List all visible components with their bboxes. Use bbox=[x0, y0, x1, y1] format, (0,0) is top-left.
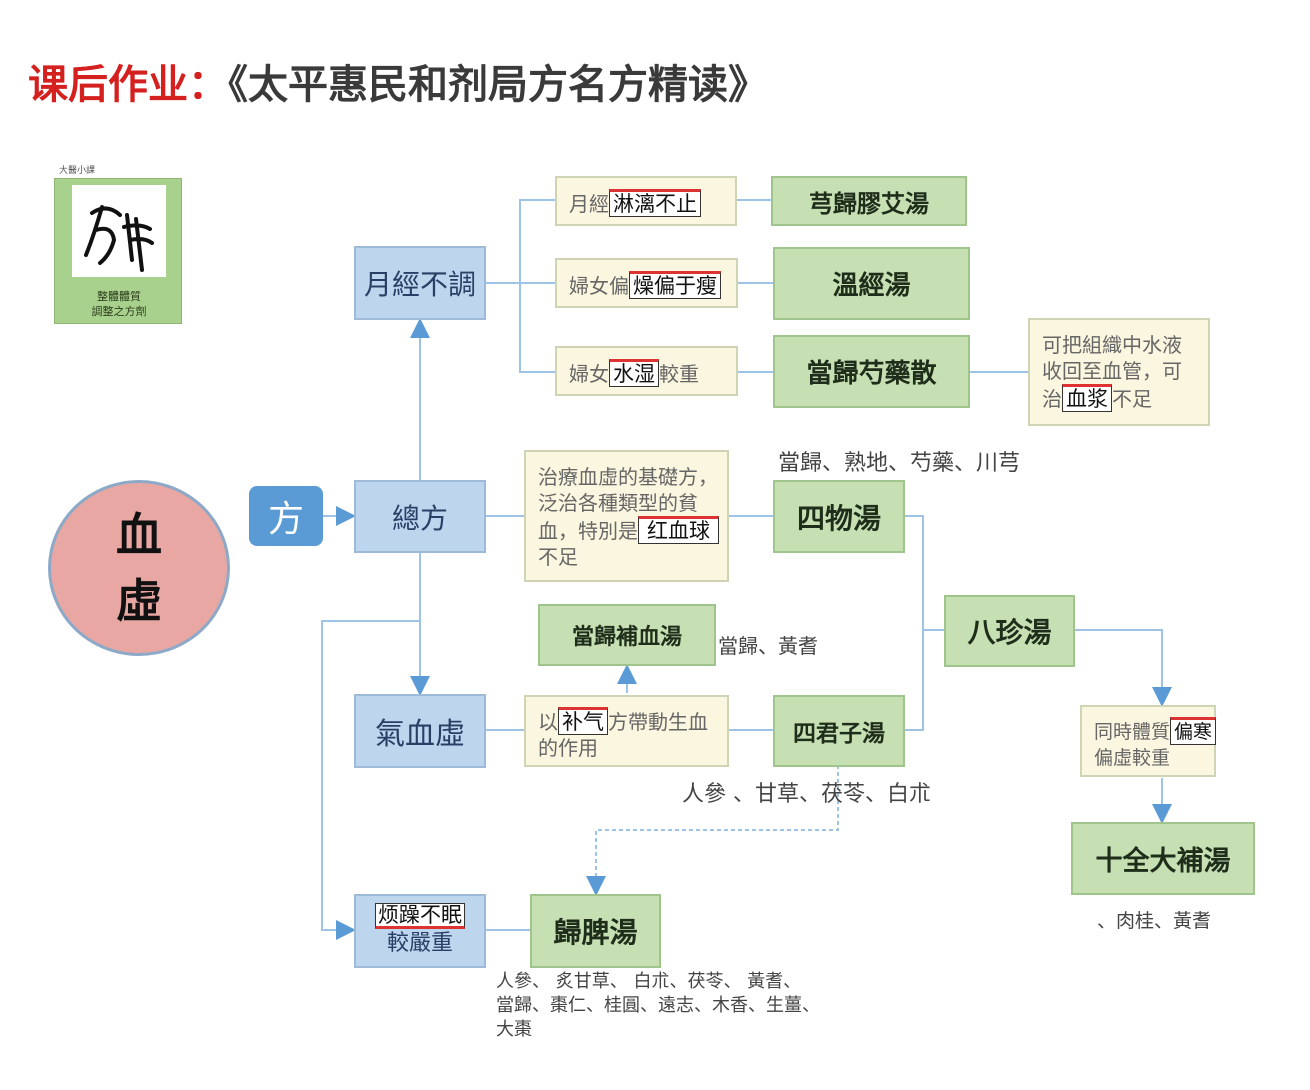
cond-shuishi-pre: 婦女 bbox=[569, 362, 609, 386]
page-title: 课后作业：《太平惠民和剂局方名方精读》 bbox=[28, 52, 768, 110]
note-shiquan-herbs: 、肉桂、黃耆 bbox=[1097, 910, 1212, 932]
desc-buqi-pre: 以 bbox=[538, 710, 558, 734]
cond-shuishi: 婦女水湿較重 bbox=[555, 346, 738, 396]
node-zongfang: 總方 bbox=[354, 480, 486, 553]
desc-dg-line3: 治 bbox=[1042, 387, 1062, 411]
desc-pianhan-line2: 偏虛較重 bbox=[1094, 747, 1171, 769]
title-main: 《太平惠民和剂局方名方精读》 bbox=[228, 62, 768, 108]
note-guipi-line2: 當歸、棗仁、桂圓、遠志、木香、生薑、 bbox=[496, 995, 820, 1016]
formula-dangguibuxue: 當歸補血湯 bbox=[538, 604, 716, 666]
formula-sijunzi: 四君子湯 bbox=[773, 695, 905, 767]
cond-zaoshou-highlight: 燥偏于瘦 bbox=[629, 271, 721, 299]
cond-linli: 月經淋漓不止 bbox=[555, 176, 737, 226]
logo-line1: 整體體質 bbox=[97, 290, 141, 303]
formula-xiongguijiaoai: 芎歸膠艾湯 bbox=[771, 176, 967, 226]
desc-buqi-post: 方帶動生血 bbox=[608, 710, 708, 734]
formula-siwu: 四物湯 bbox=[773, 480, 905, 553]
desc-buqi-highlight: 补气 bbox=[558, 707, 608, 735]
desc-dg-line4: 不足 bbox=[1112, 387, 1152, 411]
formula-guipi: 歸脾湯 bbox=[530, 894, 661, 968]
node-fanzao: 烦躁不眠 較嚴重 bbox=[354, 894, 486, 968]
blood-deficiency-circle: 血 虛 bbox=[48, 480, 230, 656]
fang-box: 方 bbox=[249, 486, 323, 546]
note-guipi-line1: 人參、 炙甘草、 白朮、茯苓、 黃耆、 bbox=[496, 971, 802, 992]
desc-dg-line2: 收回至血管，可 bbox=[1042, 359, 1182, 383]
logo-line2: 調整之方劑 bbox=[91, 305, 147, 318]
node-qixuexu: 氣血虛 bbox=[354, 694, 486, 768]
cond-linli-highlight: 淋漓不止 bbox=[609, 189, 701, 217]
formula-bazhen: 八珍湯 bbox=[944, 595, 1075, 667]
desc-pianhan: 同時體質偏寒 偏虛較重 bbox=[1080, 705, 1217, 777]
cond-shuishi-post: 較重 bbox=[659, 362, 699, 386]
desc-danggui-shaoyao: 可把組織中水液 收回至血管，可 治血浆不足 bbox=[1028, 318, 1210, 426]
note-guipi-herbs: 人參、 炙甘草、 白朮、茯苓、 黃耆、 當歸、棗仁、桂圓、遠志、木香、生薑、 大… bbox=[496, 970, 820, 1042]
cond-linli-pre: 月經 bbox=[569, 192, 609, 216]
node-yuejing: 月經不調 bbox=[354, 246, 486, 320]
formula-shiquandabu: 十全大補湯 bbox=[1071, 822, 1255, 895]
fanzao-highlight: 烦躁不眠 bbox=[375, 903, 465, 929]
fanzao-rest: 較嚴重 bbox=[386, 931, 453, 956]
desc-pianhan-highlight: 偏寒 bbox=[1170, 717, 1217, 745]
desc-siwu-line4: 不足 bbox=[538, 545, 578, 569]
desc-siwu-line3: 血，特別是 bbox=[538, 519, 638, 543]
note-siwu-herbs: 當歸、熟地、芍藥、川芎 bbox=[778, 451, 1021, 476]
logo-top-text: 大醫小課 bbox=[59, 166, 96, 176]
desc-buqi-line2: 的作用 bbox=[538, 736, 598, 760]
center-char-1: 血 bbox=[116, 508, 162, 562]
note-buxue-herbs: 當歸、黃耆 bbox=[718, 634, 818, 658]
brand-logo: 大醫小課 整體體質 調整之方劑 bbox=[54, 166, 182, 324]
formula-wenjing: 溫經湯 bbox=[773, 247, 970, 320]
desc-siwu-line2: 泛治各種類型的貧 bbox=[538, 491, 698, 515]
note-sijunzi-herbs: 人參 、甘草、茯苓、白朮 bbox=[682, 782, 931, 807]
desc-pianhan-line1: 同時體質 bbox=[1094, 721, 1171, 743]
cond-zaoshou: 婦女偏燥偏于瘦 bbox=[555, 258, 738, 308]
note-guipi-line3: 大棗 bbox=[496, 1019, 532, 1040]
desc-siwu: 治療血虛的基礎方， 泛治各種類型的貧 血，特別是红血球 不足 bbox=[524, 450, 729, 582]
title-prefix: 课后作业： bbox=[28, 62, 228, 108]
desc-dg-line1: 可把組織中水液 bbox=[1042, 333, 1182, 357]
cond-zaoshou-pre: 婦女偏 bbox=[569, 274, 629, 298]
calligraphy-logo-icon bbox=[72, 185, 166, 277]
desc-siwu-line1: 治療血虛的基礎方， bbox=[538, 465, 718, 489]
center-char-2: 虛 bbox=[116, 574, 162, 628]
cond-shuishi-highlight: 水湿 bbox=[609, 359, 659, 387]
desc-buqi: 以补气方帶動生血 的作用 bbox=[524, 695, 729, 767]
formula-dangguishaoyao: 當歸芍藥散 bbox=[773, 335, 970, 408]
desc-dg-highlight: 血浆 bbox=[1062, 384, 1112, 412]
desc-siwu-highlight: 红血球 bbox=[638, 516, 719, 544]
